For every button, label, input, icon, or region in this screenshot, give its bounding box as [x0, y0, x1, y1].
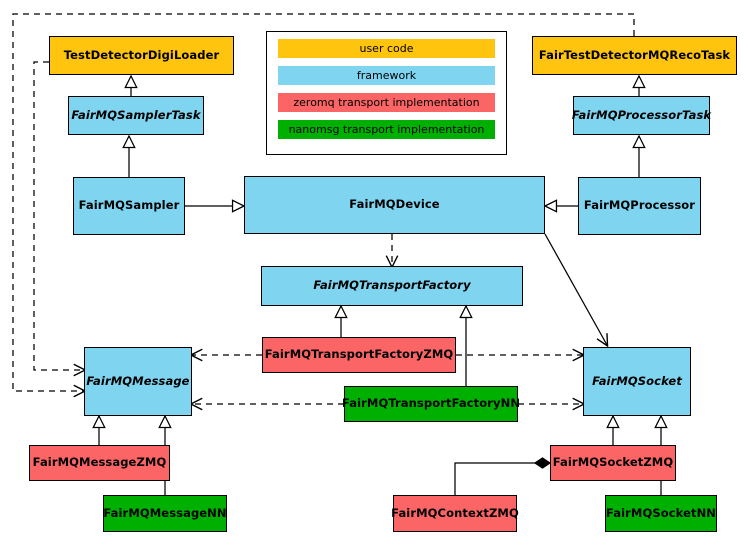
edge-recotask-message — [12, 13, 635, 391]
class-box-fairmqmessagezmq[interactable]: FairMQMessageZMQ — [29, 445, 170, 481]
class-box-fairmqprocessor[interactable]: FairMQProcessor — [578, 177, 701, 235]
class-box-fairmqsocketnn[interactable]: FairMQSocketNN — [605, 495, 717, 532]
class-box-fairmqsampler[interactable]: FairMQSampler — [73, 177, 185, 235]
legend-item-zeromq: zeromq transport implementation — [278, 93, 495, 112]
class-box-testdetectordigiloader[interactable]: TestDetectorDigiLoader — [49, 36, 234, 75]
class-box-fairmqdevice[interactable]: FairMQDevice — [244, 176, 545, 234]
class-box-fairmqprocessortask[interactable]: FairMQProcessorTask — [572, 96, 711, 135]
class-box-fairmqsocket[interactable]: FairMQSocket — [583, 347, 691, 416]
edge-device-socket — [544, 233, 607, 345]
class-box-fairmqcontextzmq[interactable]: FairMQContextZMQ — [391, 495, 519, 532]
class-box-fairmqtransportfactory[interactable]: FairMQTransportFactory — [261, 266, 523, 306]
class-box-fairmqtransportfactoryzmq[interactable]: FairMQTransportFactoryZMQ — [262, 337, 456, 373]
legend-item-nanomsg: nanomsg transport implementation — [278, 120, 495, 139]
legend-item-framework: framework — [278, 66, 495, 85]
class-box-fairmqsocketzmq[interactable]: FairMQSocketZMQ — [550, 445, 676, 481]
class-box-fairmqtransportfactorynn[interactable]: FairMQTransportFactoryNN — [342, 386, 520, 422]
edge-socketzmq-contextzmq — [454, 457, 552, 495]
class-box-fairmqsamplertask[interactable]: FairMQSamplerTask — [68, 96, 204, 135]
class-box-fairmqmessagenn[interactable]: FairMQMessageNN — [103, 495, 227, 532]
edge-digiloader-message — [33, 61, 84, 370]
class-box-fairmqmessage[interactable]: FairMQMessage — [84, 347, 192, 416]
class-box-fairtestdetectormqrecotask[interactable]: FairTestDetectorMQRecoTask — [532, 36, 737, 75]
legend-item-user-code: user code — [278, 39, 495, 58]
legend: user code framework zeromq transport imp… — [266, 31, 507, 155]
